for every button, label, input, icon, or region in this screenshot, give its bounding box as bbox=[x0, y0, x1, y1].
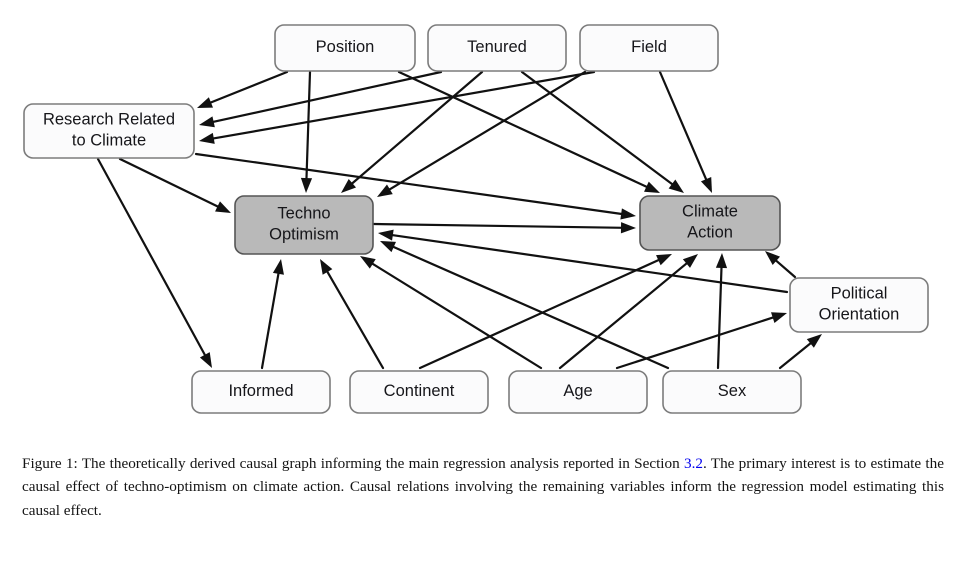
edge-techno-to-climate bbox=[372, 222, 636, 234]
node-continent[interactable]: Continent bbox=[349, 370, 489, 414]
node-label-field: Field bbox=[631, 38, 667, 56]
edge-continent-to-techno bbox=[320, 259, 385, 370]
node-informed[interactable]: Informed bbox=[191, 370, 331, 414]
edge-age-to-techno bbox=[360, 256, 543, 370]
edge-informed-to-techno bbox=[260, 259, 284, 370]
edge-continent-to-climate bbox=[418, 254, 672, 370]
caption-text-part2: . The primary interest is to estimate th… bbox=[22, 455, 944, 519]
edge-field-to-research bbox=[199, 70, 596, 144]
edge-sex-to-climate bbox=[715, 253, 728, 370]
edge-sex-to-techno bbox=[380, 241, 670, 370]
edge-sex-to-political bbox=[778, 334, 822, 370]
node-label-age: Age bbox=[563, 382, 592, 400]
node-tenured[interactable]: Tenured bbox=[427, 24, 567, 72]
node-label-tenured: Tenured bbox=[467, 38, 527, 56]
node-sex[interactable]: Sex bbox=[662, 370, 802, 414]
edge-tenured-to-research bbox=[199, 70, 443, 128]
edge-layer bbox=[96, 70, 822, 370]
edge-position-to-techno bbox=[300, 70, 313, 193]
edge-field-to-techno bbox=[377, 70, 587, 197]
edge-tenured-to-techno bbox=[341, 70, 484, 193]
node-label-position: Position bbox=[316, 38, 375, 56]
node-field[interactable]: Field bbox=[579, 24, 719, 72]
edge-research-to-techno bbox=[118, 157, 231, 213]
node-label-informed: Informed bbox=[228, 382, 293, 400]
figure-caption: Figure 1: The theoretically derived caus… bbox=[22, 452, 944, 522]
edge-position-to-research bbox=[197, 70, 289, 108]
edge-research-to-informed bbox=[96, 157, 212, 368]
edge-position-to-climate bbox=[397, 70, 660, 193]
caption-figure-number: Figure 1: bbox=[22, 455, 78, 472]
caption-section-link[interactable]: 3.2 bbox=[684, 455, 703, 472]
edge-tenured-to-climate bbox=[520, 70, 684, 193]
node-position[interactable]: Position bbox=[274, 24, 416, 72]
edge-research-to-climate bbox=[194, 152, 636, 220]
edge-age-to-climate bbox=[558, 254, 698, 370]
edge-political-to-climate bbox=[765, 251, 797, 279]
node-age[interactable]: Age bbox=[508, 370, 648, 414]
edge-political-to-techno bbox=[378, 229, 789, 294]
node-label-sex: Sex bbox=[718, 382, 747, 400]
caption-text-part1: The theoretically derived causal graph i… bbox=[77, 455, 684, 472]
node-label-continent: Continent bbox=[384, 382, 455, 400]
edge-age-to-political bbox=[615, 312, 787, 370]
edge-field-to-climate bbox=[658, 70, 712, 193]
